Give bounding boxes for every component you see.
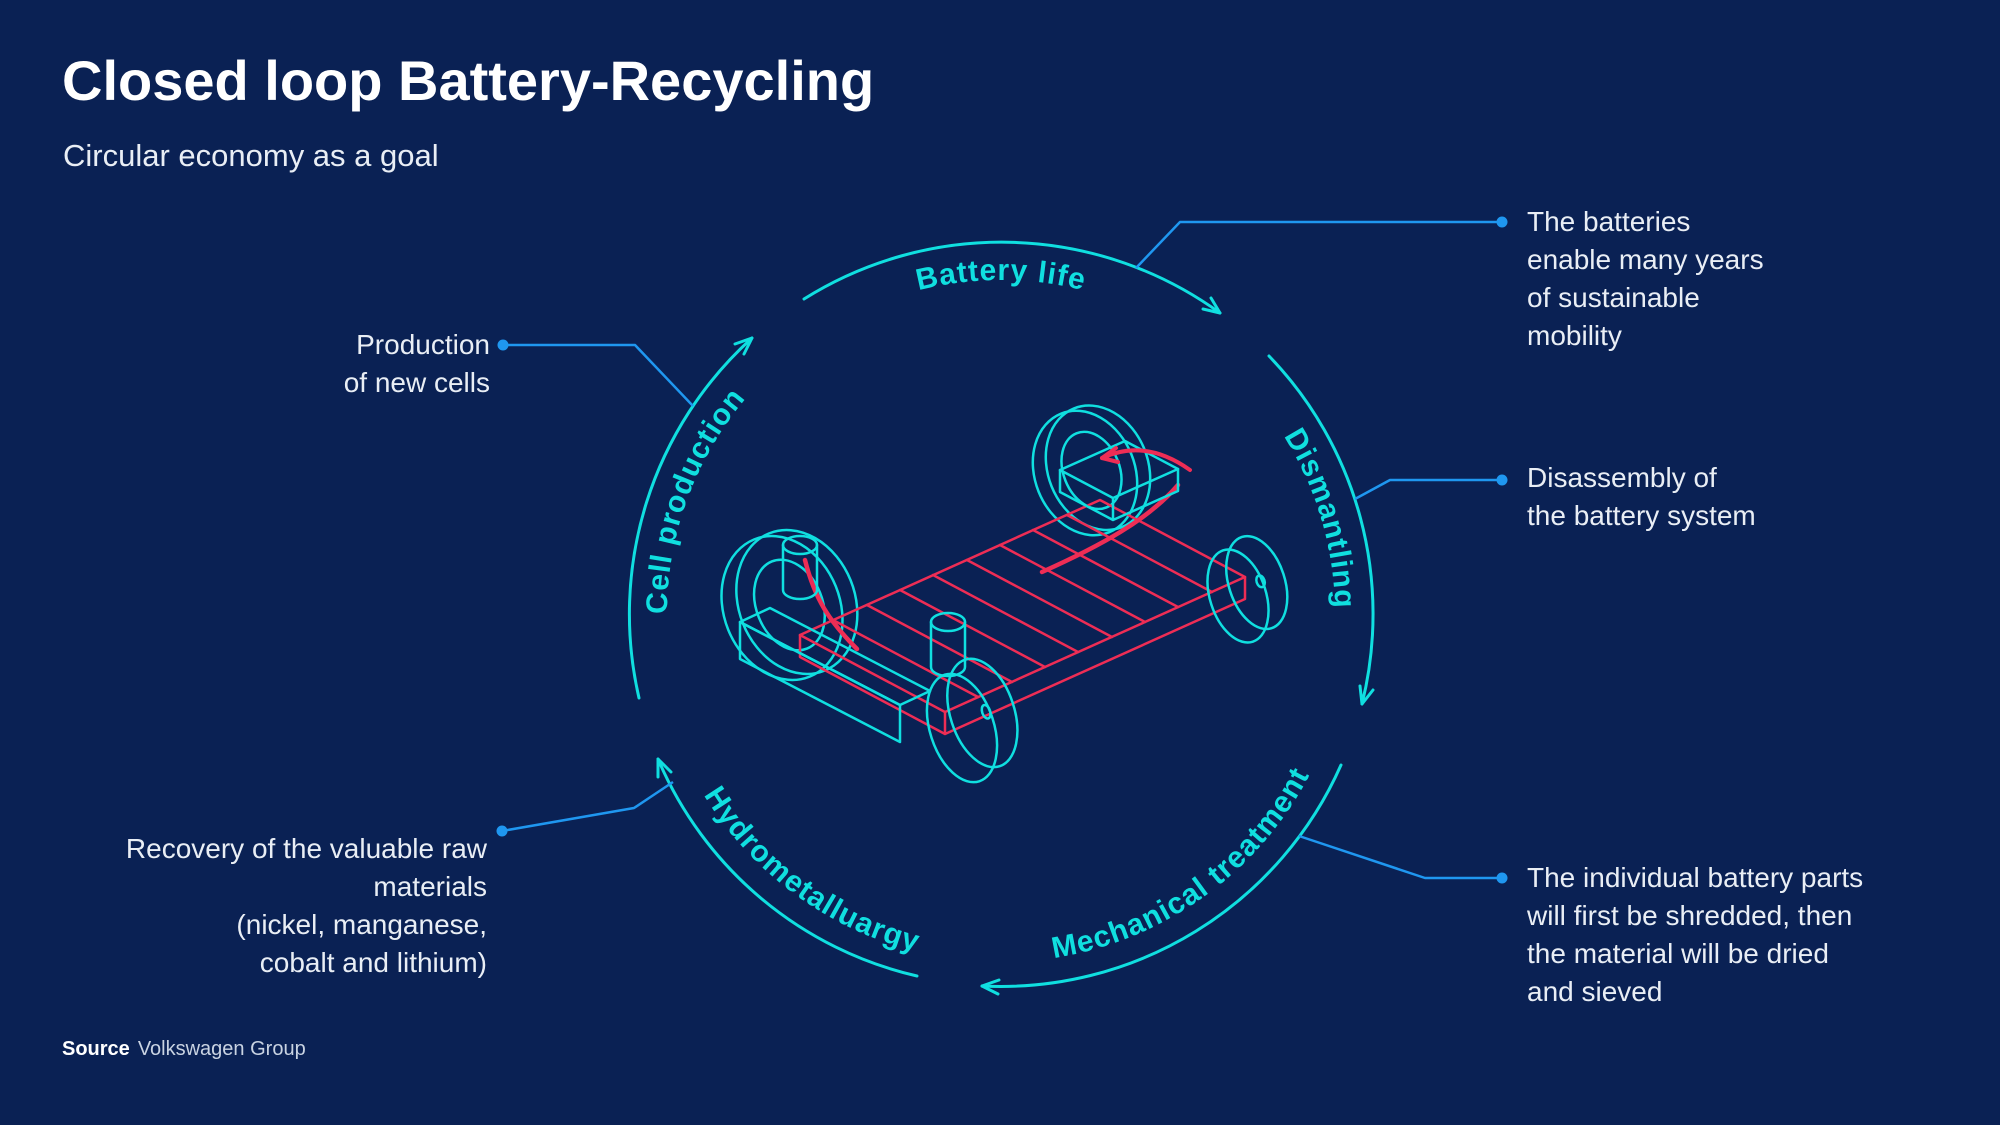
callout-dot [497, 339, 509, 351]
callout-line [501, 780, 674, 833]
cycle-circle [627, 240, 1375, 996]
charging-cable [802, 482, 1181, 652]
flow-arrow-icon [1201, 296, 1222, 315]
arc-dismantling [1267, 354, 1375, 706]
page-subtitle: Circular economy as a goal [63, 138, 439, 173]
callout-text-hydrometalluargy: Recovery of the valuable raw materials (… [125, 833, 487, 978]
flow-arrow-icon [980, 978, 1001, 996]
phase-label-cell-production: Cell production [641, 382, 751, 615]
source-value: Volkswagen Group [137, 1038, 306, 1060]
callout-line [1135, 220, 1502, 269]
phase-label-dismantling: Dismantling [1278, 423, 1360, 610]
flow-arrow-icon [656, 757, 673, 779]
rear-cable-arrow [1100, 446, 1192, 472]
page-title: Closed loop Battery-Recycling [62, 49, 875, 112]
svg-text:Dismantling: Dismantling [1278, 423, 1361, 610]
callout-dot [1496, 474, 1508, 486]
rear-module [1058, 439, 1180, 522]
cycle-phase-labels: Battery life Dismantling Mechanical trea… [641, 254, 1361, 965]
arc-hydrometalluargy [656, 757, 919, 978]
callout-text-dismantling: Disassembly of the battery system [1527, 462, 1756, 531]
callout-text-mechanical-treatment: The individual battery parts will first … [1527, 862, 1864, 1007]
callout-dot [496, 825, 508, 837]
callout-dots [496, 216, 1508, 884]
callout-connectors [501, 220, 1502, 880]
source-note: Source Volkswagen Group [62, 1038, 306, 1061]
callout-dot [1496, 872, 1508, 884]
wheel-icon [720, 528, 859, 682]
battery-pack-icon [798, 498, 1247, 736]
arc-battery-life [802, 240, 1222, 315]
arc-cell-production [627, 336, 754, 700]
wheel-icon [1206, 534, 1289, 644]
callout-text-battery-life: The batteries enable many years of susta… [1527, 206, 1764, 351]
callout-line [1354, 478, 1502, 501]
callout-line [1298, 834, 1502, 880]
callout-line [503, 343, 694, 407]
flow-arrow-icon [733, 336, 754, 356]
wheel-icon [925, 657, 1019, 784]
phase-label-battery-life: Battery life [913, 254, 1089, 297]
svg-text:Cell production: Cell production [641, 382, 752, 615]
callout-dot [1496, 216, 1508, 228]
flow-arrow-icon [1358, 684, 1375, 706]
source-label: Source [62, 1038, 130, 1060]
callout-text-cell-production: Production of new cells [343, 329, 490, 398]
arc-mechanical-treatment [980, 763, 1343, 988]
svg-text:Battery life: Battery life [913, 254, 1090, 297]
ev-chassis-illustration [720, 404, 1289, 784]
strut-icon [781, 534, 819, 601]
